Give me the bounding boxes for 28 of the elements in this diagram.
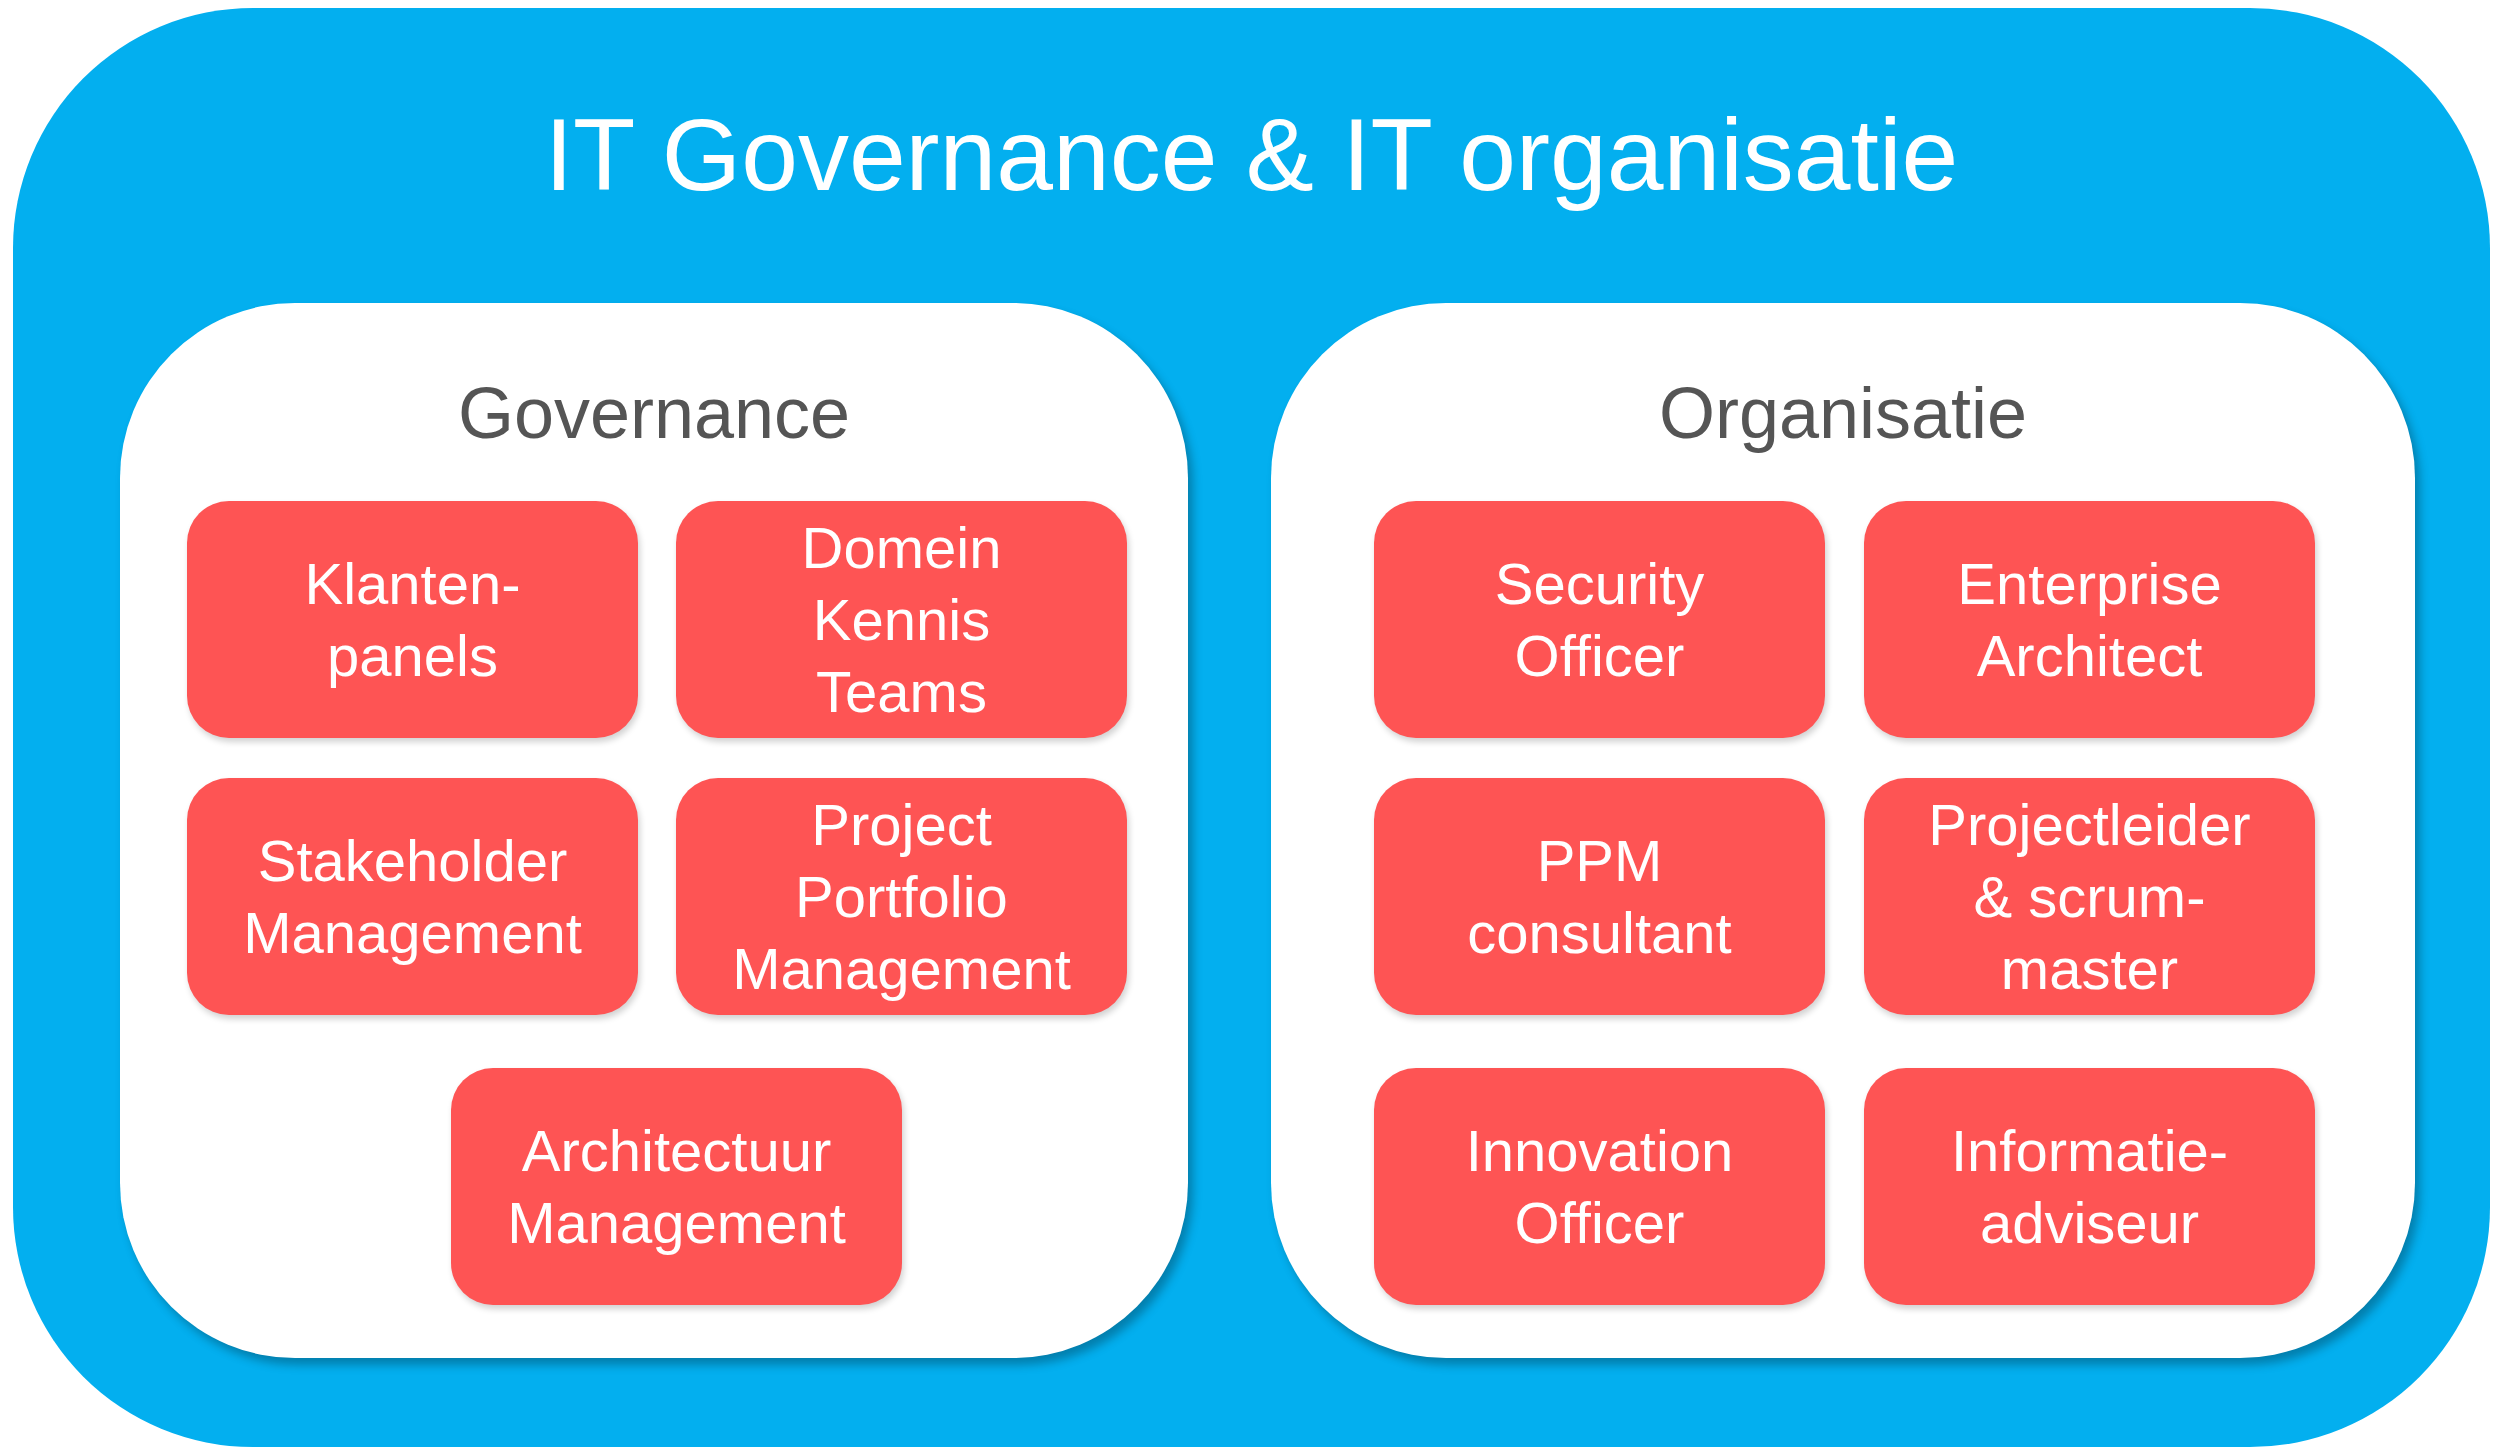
- role-label: Projectleider & scrum- master: [1927, 790, 2252, 1003]
- role-card: [1864, 501, 2315, 738]
- role-card: [1374, 501, 1825, 738]
- panel-heading: IT Governance & IT organisatie: [544, 97, 1959, 214]
- role-label: Innovation Officer: [1464, 1116, 1735, 1257]
- group-heading: Governance: [457, 372, 851, 455]
- role-card: [1864, 778, 2315, 1015]
- role-label: PPM consultant: [1466, 826, 1733, 967]
- role-label: Enterprise Architect: [1956, 549, 2223, 690]
- role-card: [451, 1068, 902, 1305]
- outer-panel: [13, 8, 2490, 1447]
- role-label: Project Portfolio Management: [731, 790, 1072, 1003]
- role-card: [1374, 1068, 1825, 1305]
- group-panel: [1271, 303, 2415, 1358]
- role-label: Security Officer: [1493, 549, 1706, 690]
- role-card: [1864, 1068, 2315, 1305]
- role-card: [187, 501, 638, 738]
- role-card: [187, 778, 638, 1015]
- role-label: Architectuur Management: [506, 1116, 847, 1257]
- role-label: Informatie- adviseur: [1949, 1116, 2230, 1257]
- role-card: [676, 778, 1127, 1015]
- role-card: [676, 501, 1127, 738]
- role-label: Klanten- panels: [303, 549, 522, 690]
- group-heading: Organisatie: [1658, 372, 2028, 455]
- role-label: Domein Kennis Teams: [800, 513, 1003, 726]
- group-panel: [120, 303, 1188, 1358]
- role-label: Stakeholder Management: [242, 826, 583, 967]
- role-card: [1374, 778, 1825, 1015]
